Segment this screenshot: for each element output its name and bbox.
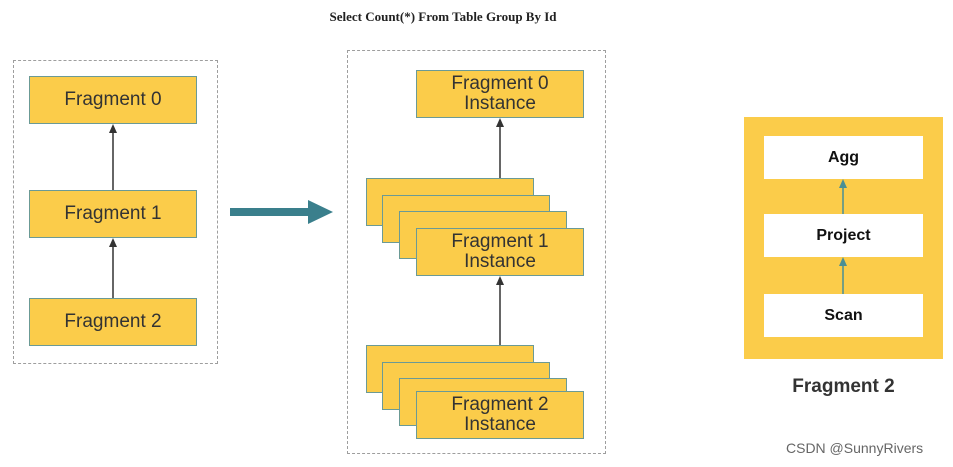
project-operator: Project xyxy=(764,214,923,257)
fragment-1-instance: Fragment 1 Instance xyxy=(416,228,584,276)
left-fragment-1-label: Fragment 1 xyxy=(64,203,162,224)
fragment-1-instance-suffix: Instance xyxy=(464,251,536,272)
scan-to-project-arrow xyxy=(839,257,847,294)
plan-to-instances-arrow xyxy=(230,200,333,224)
fragment-0-instance: Fragment 0 Instance xyxy=(416,70,584,118)
left-fragment-2: Fragment 2 xyxy=(29,298,197,346)
left-arrow-2-to-1 xyxy=(109,238,117,298)
scan-operator-label: Scan xyxy=(824,306,863,324)
project-operator-label: Project xyxy=(816,226,871,244)
left-fragment-1: Fragment 1 xyxy=(29,190,197,238)
fragment-0-instance-name: Fragment 0 xyxy=(451,73,549,94)
physical-plan-container xyxy=(347,50,606,454)
left-arrow-1-to-0 xyxy=(109,124,117,190)
fragment-0-instance-suffix: Instance xyxy=(464,93,536,114)
diagram-title: Select Count(*) From Table Group By Id xyxy=(329,9,557,24)
fragment-2-caption: Fragment 2 xyxy=(792,376,895,397)
fragment-2-instance-suffix: Instance xyxy=(464,414,536,435)
left-fragment-2-label: Fragment 2 xyxy=(64,311,162,332)
left-fragment-0-label: Fragment 0 xyxy=(64,89,162,110)
middle-arrow-1-to-0 xyxy=(496,118,504,178)
fragment-1-instance-name: Fragment 1 xyxy=(451,231,549,252)
project-to-agg-arrow xyxy=(839,179,847,214)
logical-plan-container xyxy=(13,60,218,364)
agg-operator: Agg xyxy=(764,136,923,179)
scan-operator: Scan xyxy=(764,294,923,337)
fragment-2-instance: Fragment 2 Instance xyxy=(416,391,584,439)
left-fragment-0: Fragment 0 xyxy=(29,76,197,124)
middle-arrow-2-to-1 xyxy=(496,276,504,345)
agg-operator-label: Agg xyxy=(827,148,860,166)
csdn-watermark: CSDN @SunnyRivers xyxy=(786,440,924,456)
fragment-2-instance-name: Fragment 2 xyxy=(451,394,549,415)
